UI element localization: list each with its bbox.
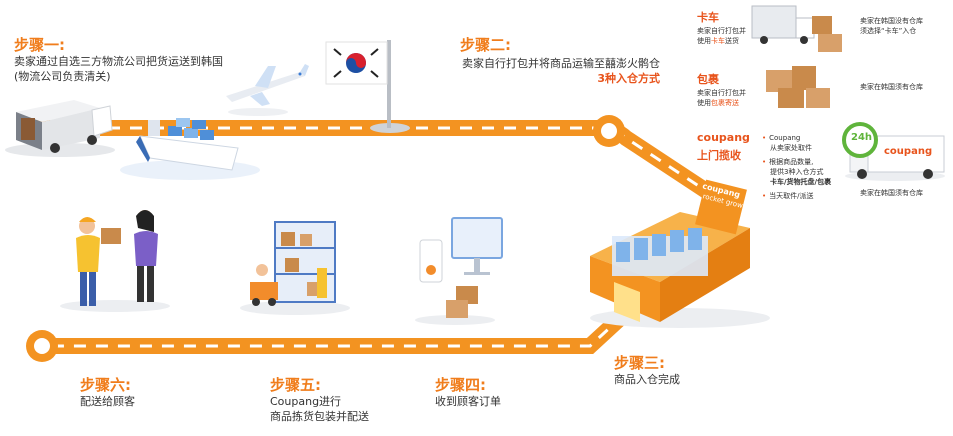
customer-handover-icon (60, 210, 170, 312)
cargo-ship-icon (120, 118, 260, 180)
truck-option-note2: 须选择“卡车”入仓 (860, 27, 917, 35)
step1-line2: (物流公司负责清关) (14, 70, 111, 83)
step6-line1: 配送给顾客 (80, 395, 135, 408)
parcel-option-icon (766, 66, 830, 108)
airplane-icon (226, 64, 309, 116)
parcel-option-desc2: 使用包裹寄送 (697, 99, 739, 107)
warehouse-shelf-icon (240, 221, 350, 315)
pickup-bullet2c: 卡车/货物托盘/包裹 (770, 178, 832, 186)
24h-badge-icon: 24h (851, 132, 873, 143)
step3-line1: 商品入仓完成 (614, 373, 680, 386)
order-device-icon (415, 217, 503, 325)
korea-flag-icon (325, 40, 410, 133)
pickup-option-title: 上门揽收 (697, 149, 741, 162)
parcel-option-desc1: 卖家自行打包并 (697, 89, 746, 97)
step2-line1: 卖家自行打包并将商品运输至囍澎火鹘仓 (462, 57, 660, 70)
truck-option-note1: 卖家在韩国没有仓库 (860, 17, 923, 25)
step2-line2: 3种入仓方式 (597, 72, 660, 85)
truck-option-icon (751, 5, 842, 52)
pickup-option-note1: 卖家在韩国须有仓库 (860, 189, 923, 197)
pickup-bullet3: •当天取件/派送 (762, 192, 814, 200)
truck-option-title: 卡车 (697, 11, 719, 24)
step3-title: 步骤三: (614, 354, 665, 372)
parcel-option-note1: 卖家在韩国须有仓库 (860, 83, 923, 91)
coupang-truck-icon (842, 122, 945, 181)
step5-line2: 商品拣货包装并配送 (270, 410, 369, 423)
delivery-truck-icon (5, 100, 115, 157)
parcel-option-title: 包裹 (697, 73, 719, 86)
step6-title: 步骤六: (80, 376, 131, 394)
truck-brand-text: coupang (884, 146, 933, 157)
step5-title: 步骤五: (270, 376, 321, 394)
step4-title: 步骤四: (435, 376, 486, 394)
step2-title: 步骤二: (460, 36, 511, 54)
step1-line1: 卖家通过自选三方物流公司把货运送到韩国 (14, 55, 223, 68)
pickup-bullet2b: 提供3种入仓方式 (770, 168, 824, 176)
fulfillment-warehouse-icon (590, 179, 770, 328)
truck-option-desc1: 卖家自行打包并 (697, 27, 746, 35)
pickup-bullet1: •Coupang (762, 134, 801, 142)
step4-line1: 收到顾客订单 (435, 395, 501, 408)
pickup-bullet1b: 从卖家处取件 (770, 144, 812, 152)
coupang-logo: coupang (697, 131, 750, 144)
truck-option-desc2: 使用卡车送货 (697, 37, 739, 45)
step1-title: 步骤一: (14, 36, 65, 54)
pickup-bullet2: •根据商品数量, (762, 158, 814, 166)
step5-line1: Coupang进行 (270, 395, 342, 408)
